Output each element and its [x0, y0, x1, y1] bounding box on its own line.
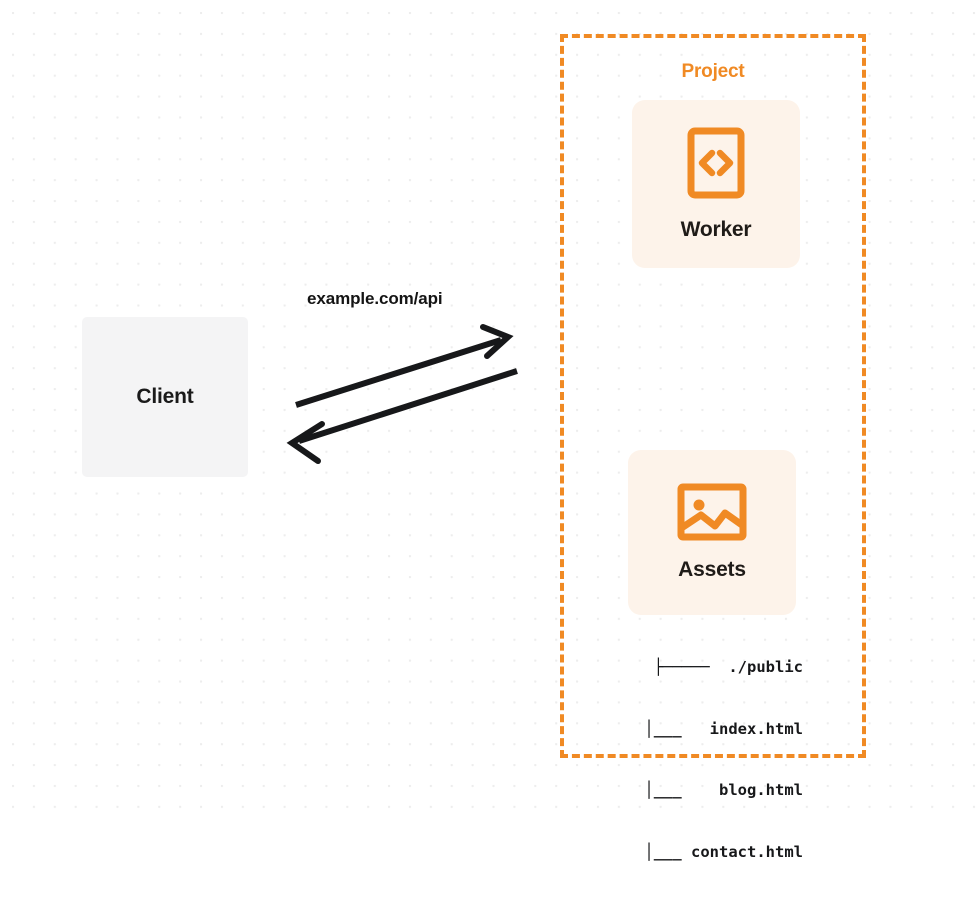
- architecture-diagram-canvas: Client example.com/api Project Worker: [0, 0, 980, 861]
- assets-card[interactable]: Assets: [628, 450, 796, 615]
- code-brackets-icon: [687, 127, 745, 204]
- assets-file-tree: ├───── ./public │___ index.html │___ blo…: [560, 616, 803, 903]
- file-tree-row: │___ contact.html: [644, 842, 803, 861]
- request-arrow-icon: [295, 324, 514, 408]
- file-tree-row: │___ index.html: [644, 719, 803, 738]
- edge-label-endpoint: example.com/api: [307, 289, 443, 308]
- image-picture-icon: [677, 483, 747, 546]
- client-node-label: Client: [136, 385, 194, 408]
- file-tree-row: ├───── ./public: [653, 658, 803, 676]
- worker-card[interactable]: Worker: [632, 100, 800, 268]
- project-boundary: Project: [560, 34, 866, 758]
- response-arrow-icon: [286, 368, 518, 464]
- worker-card-label: Worker: [680, 217, 752, 241]
- file-tree-row: │___ blog.html: [644, 781, 803, 799]
- assets-card-label: Assets: [678, 558, 746, 581]
- project-boundary-title: Project: [674, 61, 752, 83]
- client-node[interactable]: Client: [82, 317, 248, 477]
